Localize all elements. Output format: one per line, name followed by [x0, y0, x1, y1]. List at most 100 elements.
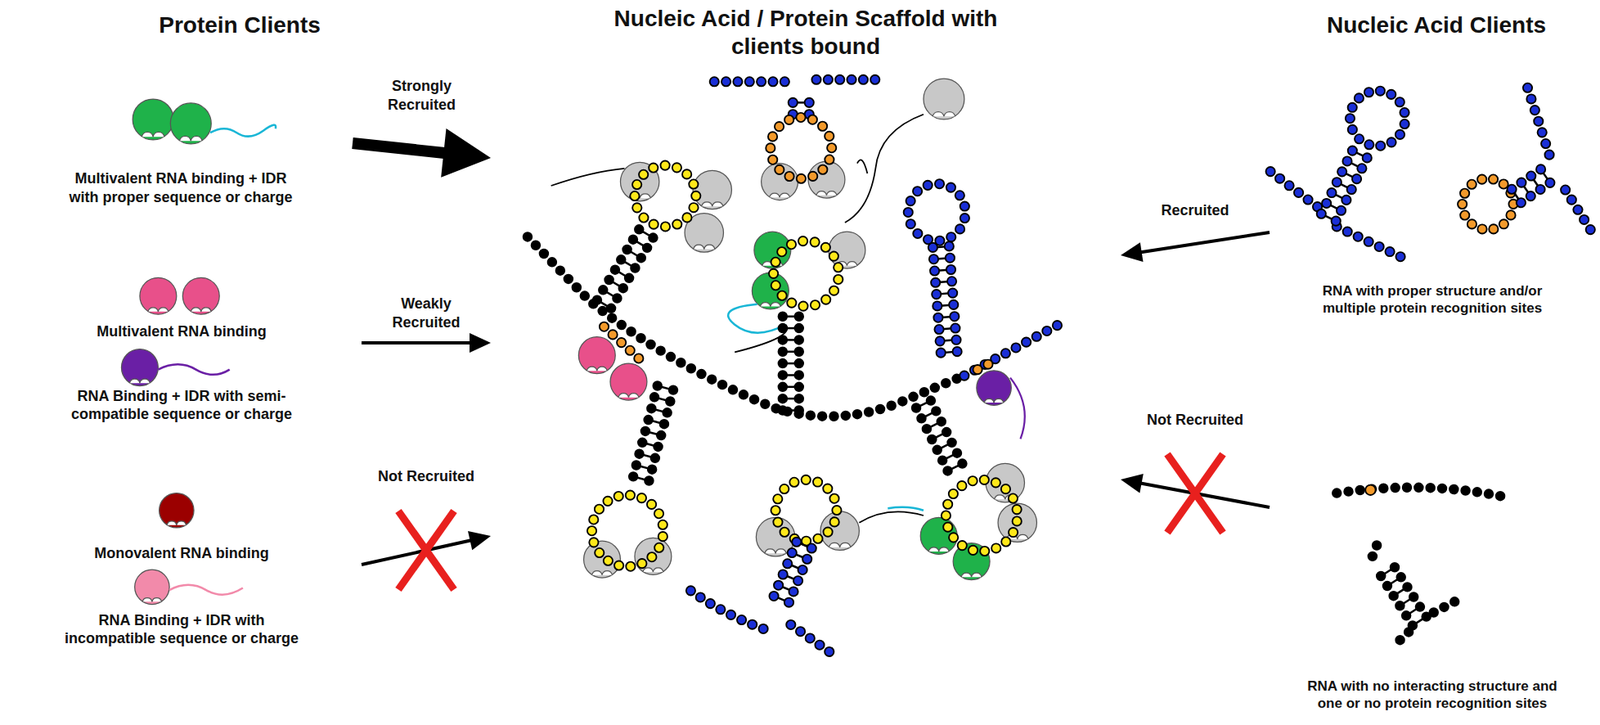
arrow-head: [467, 530, 491, 550]
nucleotide-beads: [977, 359, 998, 369]
nucleotide-beads: [1528, 87, 1553, 163]
arrow-shaft: [361, 341, 472, 345]
recruitment-arrow: [361, 332, 491, 353]
nucleotide-beads: [685, 586, 764, 629]
arrow-head: [1120, 473, 1144, 494]
idr-tail: [728, 304, 786, 333]
rna-loop: [907, 184, 966, 242]
rna-loop: [634, 165, 697, 227]
rna-loop: [1349, 90, 1405, 146]
nucleotide-beads: [1400, 627, 1414, 640]
arrow-label: Not Recruited: [1145, 410, 1245, 430]
nucleotide-beads: [604, 326, 642, 360]
rna-loop: [773, 240, 840, 306]
nucleotide-beads: [932, 245, 941, 353]
rna-loop: [945, 479, 1017, 551]
idr-tail: [1010, 377, 1025, 440]
rna-loop: [770, 116, 832, 179]
protein-domain: [828, 231, 866, 269]
nucleotide-beads: [948, 244, 958, 352]
nucleotide-beads: [794, 308, 805, 411]
client-group: Multivalent RNA binding + IDR with prope…: [8, 85, 353, 207]
binding-notch: [179, 135, 203, 141]
binding-notch: [769, 193, 791, 198]
idr-tail: [210, 125, 276, 137]
nucleotide-beads: [804, 91, 815, 114]
reject-cross: [1167, 453, 1223, 533]
client-caption: RNA Binding + IDR with incompatible sequ…: [4, 611, 359, 648]
binding-notch: [701, 202, 724, 207]
client-caption: Multivalent RNA binding: [4, 322, 359, 342]
binding-notch: [928, 547, 949, 552]
nucleotide-beads: [791, 624, 840, 658]
protein-domain: [132, 98, 174, 140]
protein-domain: [976, 370, 1012, 405]
nucleotide-beads: [789, 91, 797, 114]
nucleotide-beads: [527, 236, 965, 416]
nucleotide-beads: [785, 548, 812, 612]
nucleotide-beads: [805, 91, 814, 114]
nucleotide-beads: [597, 224, 643, 300]
rna-loop: [945, 479, 1017, 551]
binding-notch: [693, 244, 715, 249]
nucleotide-beads: [1336, 487, 1511, 499]
reject-cross: [398, 511, 454, 590]
binding-notch: [764, 548, 787, 553]
recruitment-arrow: [352, 128, 491, 178]
binding-notch: [760, 302, 782, 307]
binding-notch: [148, 307, 169, 312]
nucleotide-beads: [1335, 150, 1371, 221]
rna-loop: [592, 494, 664, 567]
binding-notch: [618, 393, 639, 398]
idr-tail: [157, 364, 230, 374]
nucleotide-beads: [685, 586, 764, 629]
binding-notch: [130, 378, 151, 383]
binding-notch: [586, 366, 607, 371]
arrow-shaft: [352, 143, 449, 153]
recruitment-arrow: [1120, 453, 1270, 533]
nucleotide-beads: [791, 624, 840, 658]
nucleotide-beads: [916, 407, 953, 479]
reject-cross: [398, 511, 454, 590]
protein-domain: [139, 277, 177, 315]
client-caption: Monovalent RNA binding: [4, 543, 359, 563]
nucleotide-beads: [1321, 143, 1356, 214]
nucleotide-beads: [930, 400, 967, 472]
client-caption: RNA with no interacting structure and on…: [1272, 677, 1592, 713]
client-caption: Multivalent RNA binding + IDR with prope…: [12, 169, 350, 207]
rna-loop: [773, 240, 840, 306]
idr-tail: [887, 507, 924, 511]
client-caption: RNA Binding + IDR with semi-compatible s…: [4, 386, 359, 424]
rna-loop: [592, 494, 664, 567]
binding-notch: [829, 542, 851, 547]
recruitment-arrow: [1120, 232, 1270, 262]
nucleotide-beads: [1336, 226, 1411, 261]
arrow-shaft: [1139, 232, 1270, 252]
nucleotide-beads: [1565, 189, 1596, 237]
protein-domain: [923, 78, 965, 120]
nucleotide-beads: [1335, 150, 1371, 221]
arrow-label: Strongly Recruited: [367, 76, 477, 114]
arrow-head: [1120, 242, 1144, 262]
client-group: RNA with proper structure and/or multipl…: [1269, 77, 1596, 318]
nucleotide-beads: [1511, 166, 1545, 189]
binding-notch: [190, 307, 212, 312]
protein-domain: [610, 363, 648, 400]
nucleotide-beads: [964, 321, 1065, 376]
arrow-head: [440, 128, 491, 178]
nucleotide-beads: [1511, 166, 1545, 189]
protein-domain: [182, 277, 220, 315]
nucleotide-beads: [977, 359, 998, 369]
recognition-site: [1365, 485, 1376, 495]
nucleotide-beads: [1394, 566, 1428, 618]
region-heading: Nucleic Acid / Protein Scaffold with cli…: [584, 4, 1027, 60]
nucleotide-beads: [1270, 171, 1324, 212]
rna-loop: [1462, 178, 1514, 230]
idr-tail: [551, 168, 625, 186]
rna-loop: [1349, 90, 1405, 146]
binding-notch: [961, 572, 982, 577]
nucleotide-beads: [648, 390, 674, 482]
idr-tail: [858, 511, 924, 522]
protein-domain: [170, 103, 212, 144]
protein-domain: [134, 569, 170, 604]
